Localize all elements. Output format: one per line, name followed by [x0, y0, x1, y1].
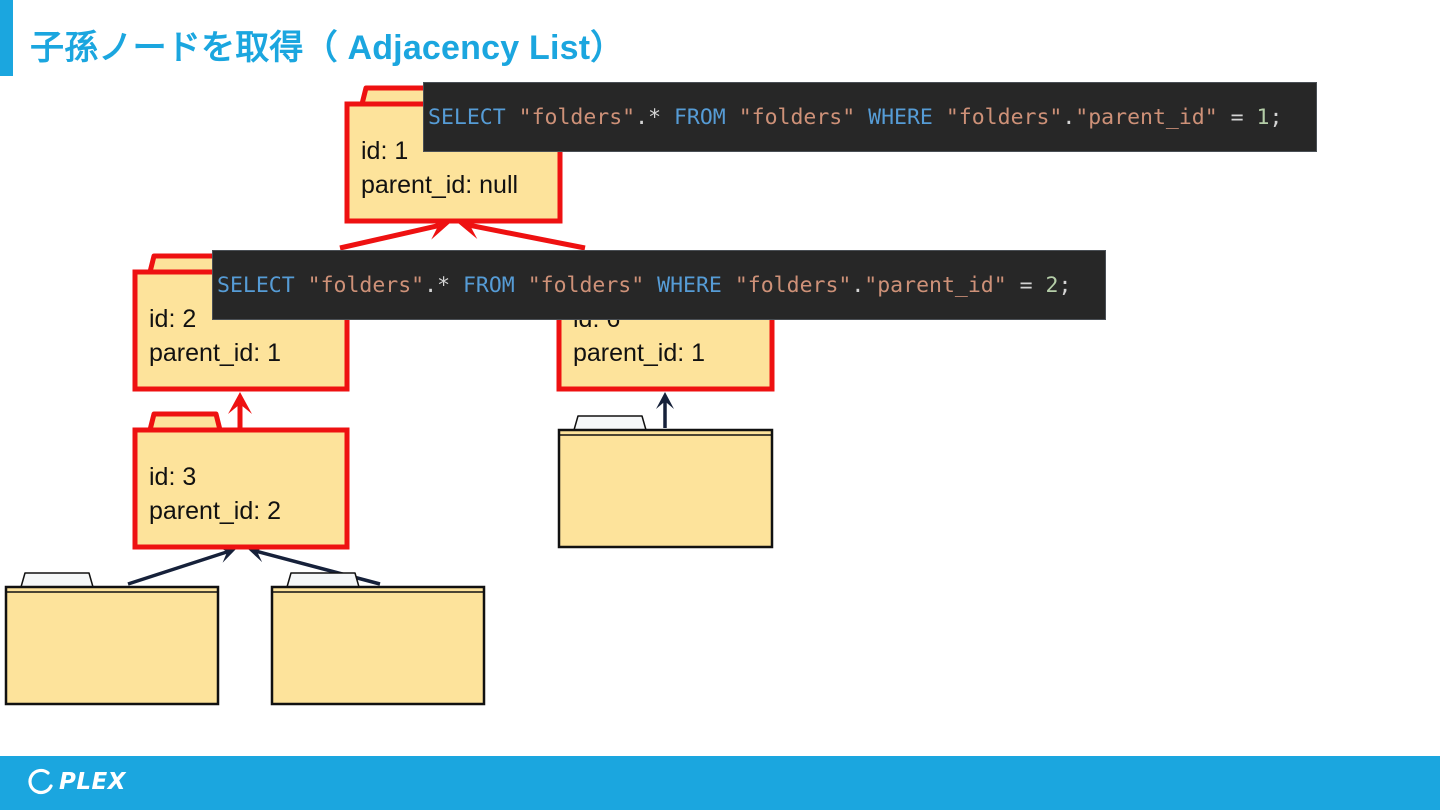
edge-line: [127, 550, 228, 586]
sql-token: [855, 105, 868, 130]
folder-layer: id: 1 parent_id: null id: 2 parent_id: 1 id:…: [4, 85, 775, 706]
folder-id-label: id: 3: [149, 463, 196, 491]
sql-token: 2: [1045, 272, 1059, 298]
edge-line: [339, 223, 439, 251]
edge-line: [256, 549, 381, 586]
sql-token: FROM: [462, 272, 515, 298]
sql-token: [515, 273, 528, 298]
folder-body: [557, 428, 774, 549]
footer-logo-text: PLEX: [59, 769, 126, 795]
sql-token: =: [1217, 104, 1257, 130]
sql-token: 1: [1256, 104, 1270, 130]
sql-token: [722, 273, 735, 298]
sql-token: ;: [1269, 104, 1283, 130]
folder-parent-label: parent_id: 1: [573, 339, 705, 367]
sql-token: [295, 273, 308, 298]
edge-arrowhead: [228, 392, 252, 414]
folder-tab: [573, 415, 647, 431]
sql-token: FROM: [673, 104, 726, 130]
title-accent-bar: [0, 0, 13, 76]
sql-token: WHERE: [657, 272, 722, 298]
sql-token: "folders": [738, 104, 856, 130]
sql-query-parent-1: SELECT "folders".* FROM "folders" WHERE …: [423, 82, 1317, 152]
folder-node: [270, 572, 486, 706]
sql-token: "folders": [734, 272, 852, 298]
sql-token: "folders": [527, 272, 645, 298]
edge-layer: [127, 215, 674, 586]
folder-tree-diagram: id: 1 parent_id: null id: 2 parent_id: 1 id:…: [4, 85, 775, 706]
edge-line: [469, 222, 586, 251]
folder-parent-label: parent_id: 2: [149, 497, 281, 525]
sql-token: .*: [424, 272, 463, 298]
sql-token: "folders": [307, 272, 425, 298]
sql-token: [933, 105, 946, 130]
sql-token: [506, 105, 519, 130]
sql-token: WHERE: [868, 104, 933, 130]
folder-node: [557, 415, 774, 549]
sql-token: [644, 273, 657, 298]
sql-token: ;: [1058, 272, 1072, 298]
folder-node: id: 3 parent_id: 2: [132, 411, 350, 550]
folder-body: [4, 585, 220, 706]
sql-token: "parent_id": [864, 272, 1007, 298]
slide-title: 子孫ノードを取得（ Adjacency List）: [30, 29, 625, 67]
footer-bar: PLEX: [0, 756, 1440, 810]
edge-arrow: [228, 392, 252, 428]
edge-arrowhead: [656, 392, 674, 409]
circle-arc-icon: [28, 768, 53, 795]
sql-token: SELECT: [428, 104, 506, 130]
folder-tab: [20, 572, 94, 588]
sql-token: "parent_id": [1075, 104, 1218, 130]
folder-tab: [286, 572, 360, 588]
edge-arrow: [656, 392, 674, 428]
edge-arrow: [127, 545, 236, 586]
sql-token: .: [851, 272, 865, 298]
edge-arrowhead: [217, 545, 236, 563]
sql-token: .: [1062, 104, 1076, 130]
sql-token: "folders": [945, 104, 1063, 130]
sql-token: .*: [635, 104, 674, 130]
sql-query-parent-2: SELECT "folders".* FROM "folders" WHERE …: [212, 250, 1106, 320]
folder-node: [4, 572, 220, 706]
folder-body: [270, 585, 486, 706]
folder-body: [132, 427, 350, 550]
folder-parent-label: parent_id: null: [361, 171, 518, 199]
footer-logo: PLEX: [26, 767, 126, 797]
sql-token: SELECT: [217, 272, 295, 298]
sql-token: "folders": [518, 104, 636, 130]
sql-token: [726, 105, 739, 130]
sql-token: =: [1006, 272, 1046, 298]
folder-parent-label: parent_id: 1: [149, 339, 281, 367]
folder-id-label: id: 2: [149, 305, 196, 333]
folder-id-label: id: 1: [361, 137, 408, 165]
